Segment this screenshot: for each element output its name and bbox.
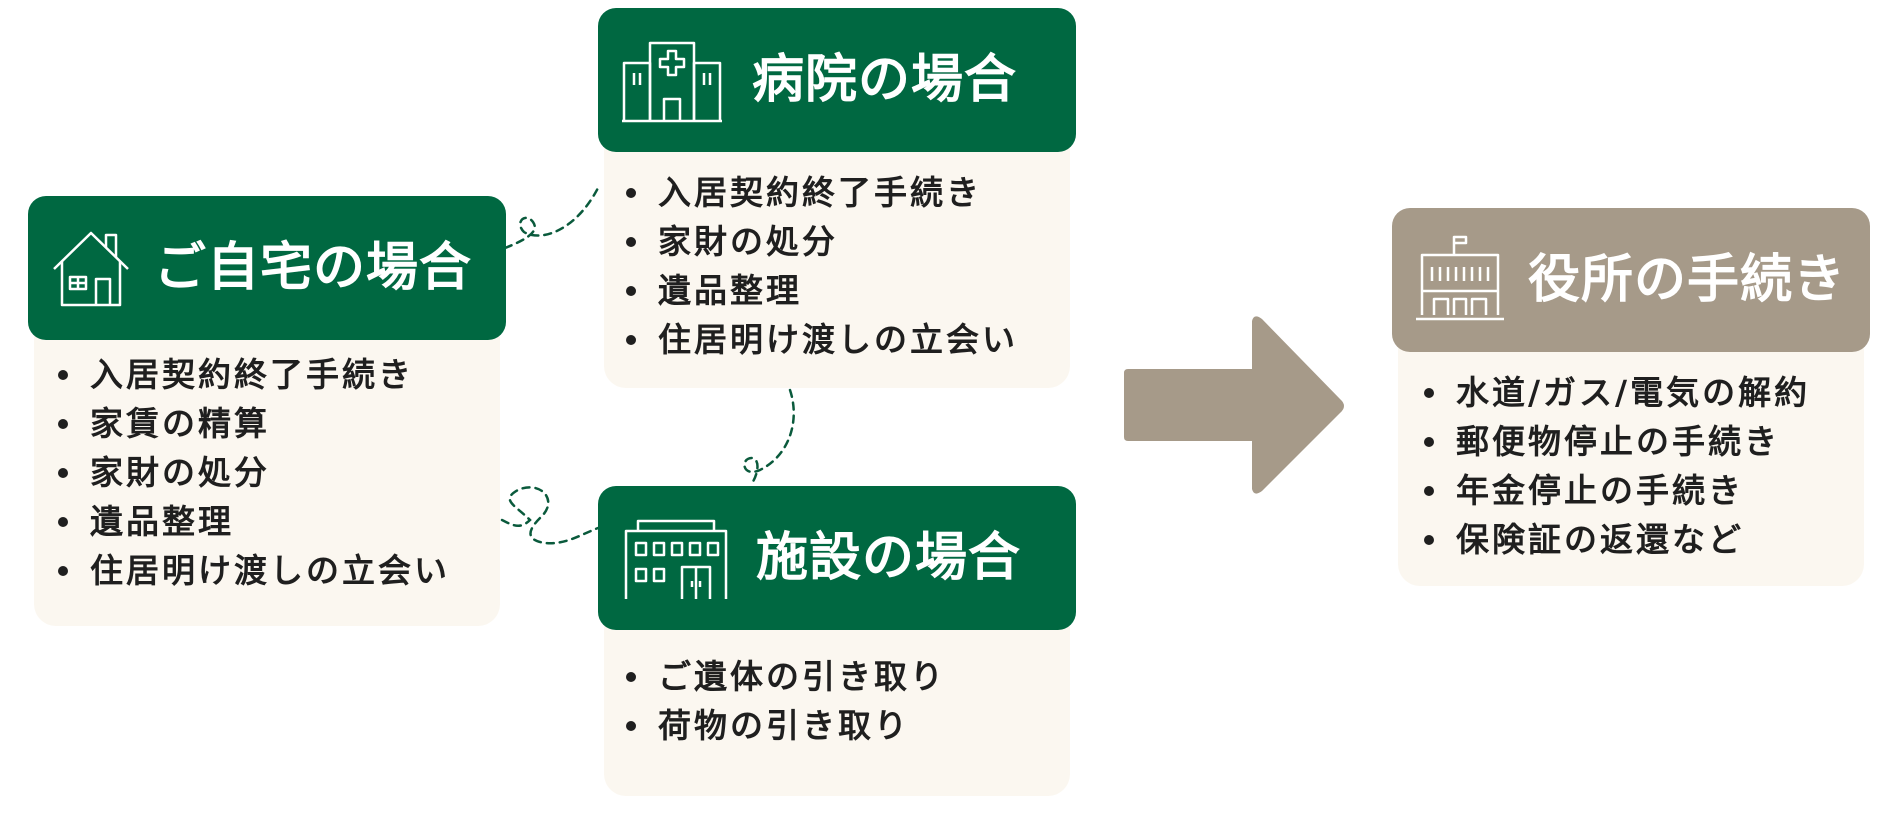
list-item: 住居明け渡しの立会い <box>622 315 1018 364</box>
bullet-icon <box>626 286 636 296</box>
bullet-icon <box>1424 437 1434 447</box>
hospital-card: 病院の場合 入居契約終了手続き 家財の処分 遺品整理 住居明け渡しの立会い <box>598 8 1076 388</box>
list-item: 入居契約終了手続き <box>54 350 450 399</box>
office-card-header: 役所の手続き <box>1392 208 1870 352</box>
connector-home-hospital <box>503 186 600 250</box>
office-card-title: 役所の手続き <box>1528 250 1847 310</box>
bullet-icon <box>1424 388 1434 398</box>
house-icon <box>53 231 129 307</box>
connector-hospital-facility <box>743 388 795 485</box>
list-item: 家賃の精算 <box>54 399 450 448</box>
list-item: 入居契約終了手続き <box>622 168 1018 217</box>
list-item: 郵便物停止の手続き <box>1420 417 1810 466</box>
office-card-body <box>1398 308 1864 586</box>
hospital-item-list: 入居契約終了手続き 家財の処分 遺品整理 住居明け渡しの立会い <box>622 168 1018 364</box>
facility-card: 施設の場合 ご遺体の引き取り 荷物の引き取り <box>598 486 1076 796</box>
office-item-list: 水道/ガス/電気の解約 郵便物停止の手続き 年金停止の手続き 保険証の返還など <box>1420 368 1810 564</box>
bullet-icon <box>626 237 636 247</box>
home-card-body <box>34 296 500 626</box>
home-card-title: ご自宅の場合 <box>154 238 473 298</box>
list-item: 荷物の引き取り <box>622 701 946 750</box>
list-item: 遺品整理 <box>622 266 1018 315</box>
bullet-icon <box>58 468 68 478</box>
bullet-icon <box>1424 486 1434 496</box>
bullet-icon <box>58 517 68 527</box>
home-item-list: 入居契約終了手続き 家賃の精算 家財の処分 遺品整理 住居明け渡しの立会い <box>54 350 450 595</box>
list-item: 住居明け渡しの立会い <box>54 546 450 595</box>
right-arrow-icon <box>1124 316 1344 494</box>
list-item: 保険証の返還など <box>1420 515 1810 564</box>
bullet-icon <box>1424 535 1434 545</box>
list-item: 家財の処分 <box>54 448 450 497</box>
facility-card-title: 施設の場合 <box>756 528 1022 588</box>
office-card: 役所の手続き 水道/ガス/電気の解約 郵便物停止の手続き 年金停止の手続き 保険… <box>1392 208 1870 586</box>
bullet-icon <box>626 188 636 198</box>
list-item: 水道/ガス/電気の解約 <box>1420 368 1810 417</box>
facility-item-list: ご遺体の引き取り 荷物の引き取り <box>622 652 946 750</box>
list-item: ご遺体の引き取り <box>622 652 946 701</box>
bullet-icon <box>626 335 636 345</box>
facility-card-header: 施設の場合 <box>598 486 1076 630</box>
hospital-card-title: 病院の場合 <box>752 50 1018 110</box>
hospital-card-header: 病院の場合 <box>598 8 1076 152</box>
connector-home-facility <box>500 486 600 545</box>
city-office-icon <box>1416 235 1504 321</box>
list-item: 家財の処分 <box>622 217 1018 266</box>
bullet-icon <box>58 566 68 576</box>
list-item: 遺品整理 <box>54 497 450 546</box>
hospital-icon <box>622 41 722 123</box>
bullet-icon <box>626 672 636 682</box>
hospital-card-body <box>604 108 1070 388</box>
home-card: ご自宅の場合 入居契約終了手続き 家賃の精算 家財の処分 遺品整理 住居明け渡し… <box>28 196 506 626</box>
list-item: 年金停止の手続き <box>1420 466 1810 515</box>
bullet-icon <box>626 721 636 731</box>
bullet-icon <box>58 419 68 429</box>
home-card-header: ご自宅の場合 <box>28 196 506 340</box>
facility-building-icon <box>624 519 728 599</box>
bullet-icon <box>58 370 68 380</box>
